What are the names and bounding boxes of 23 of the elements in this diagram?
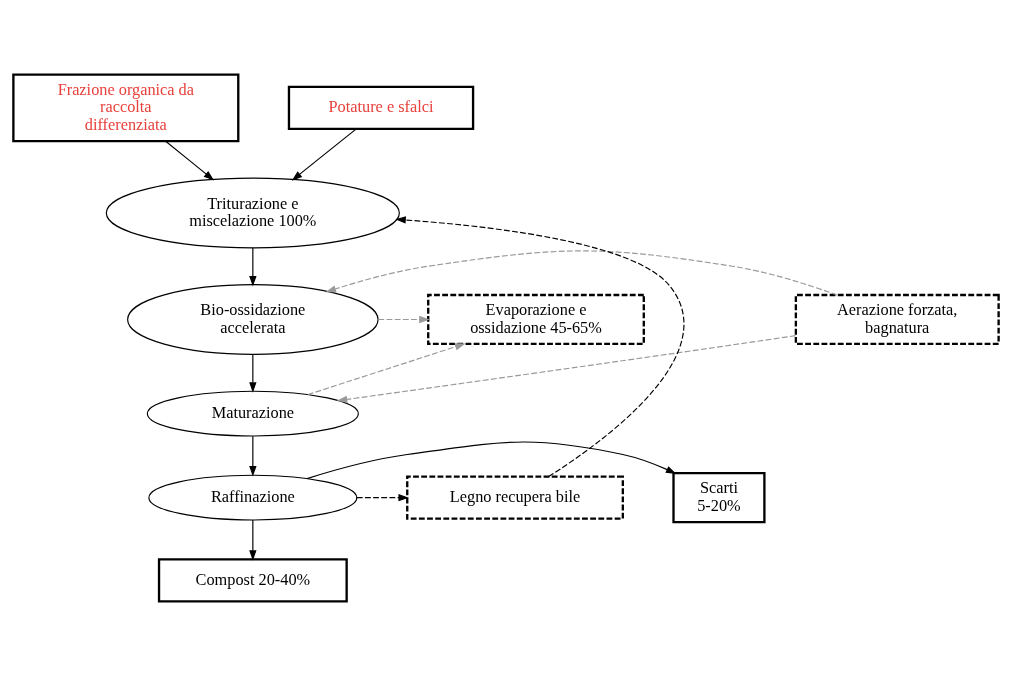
node-box: Evaporazione e ossidazione 45-65% xyxy=(427,293,645,346)
arrow xyxy=(291,128,357,181)
node-box: Scarti 5-20% xyxy=(672,472,766,524)
arrow xyxy=(336,335,797,404)
arrow xyxy=(377,315,430,324)
node-ellipse: Triturazione e miscelazione 100% xyxy=(105,177,400,249)
arrow xyxy=(395,216,685,478)
arrow xyxy=(307,343,466,396)
arrow xyxy=(249,435,257,477)
arrow xyxy=(356,493,409,502)
arrow xyxy=(306,441,677,480)
arrow xyxy=(165,140,215,181)
node-box: Legno recupera bile xyxy=(406,475,624,520)
node-ellipse: Raffinazione xyxy=(148,474,358,521)
node-box: Potature e sfalci xyxy=(287,85,475,130)
arrow xyxy=(249,353,257,393)
arrow xyxy=(325,250,838,296)
node-box: Compost 20-40% xyxy=(157,558,348,603)
node-box: Frazione organica da raccolta differenziata xyxy=(12,73,240,143)
node-ellipse: Maturazione xyxy=(146,390,359,437)
arrow xyxy=(249,519,257,561)
arrow xyxy=(249,247,257,287)
node-box: Aerazione forzata, bagnatura xyxy=(794,293,1000,346)
